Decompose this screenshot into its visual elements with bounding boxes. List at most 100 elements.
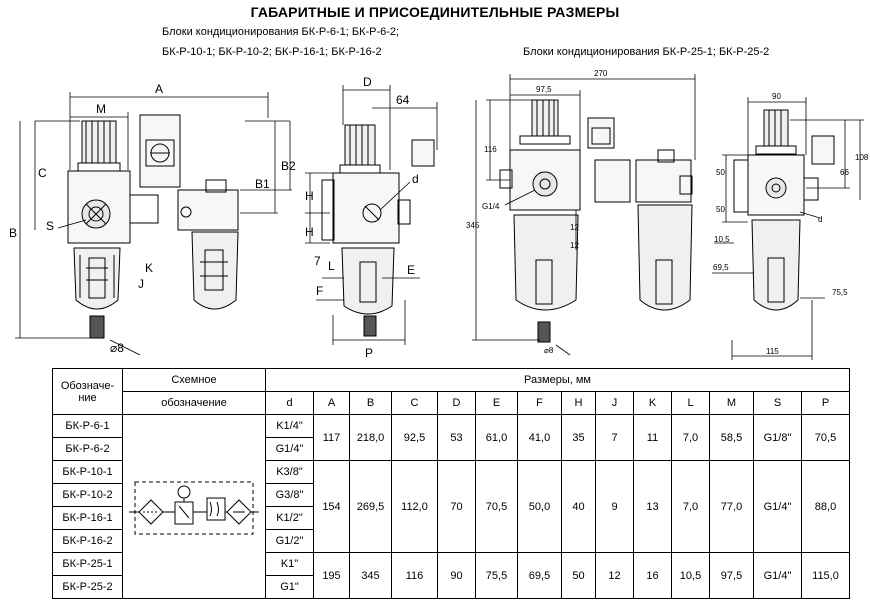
label-50-a: 50 — [716, 168, 725, 177]
value-d: 70 — [437, 460, 476, 553]
label-270: 270 — [594, 69, 608, 78]
designation-cell: БК-Р-25-2 — [52, 575, 123, 599]
label-12-a: 12 — [570, 223, 579, 232]
label-d-large: d — [818, 215, 822, 224]
value-m: 97,5 — [709, 552, 754, 599]
value-h: 50 — [561, 552, 596, 599]
value-b: 345 — [349, 552, 392, 599]
header-dim-4: D — [437, 391, 476, 415]
side-view-small — [321, 124, 435, 337]
thread-cell: K1/4" — [265, 414, 314, 438]
thread-cell: G1/4" — [265, 437, 314, 461]
label-g1-4: G1/4 — [482, 202, 500, 211]
value-p: 88,0 — [801, 460, 850, 553]
value-c: 116 — [391, 552, 438, 599]
thread-cell: K1" — [265, 552, 314, 576]
value-b: 269,5 — [349, 460, 392, 553]
label-b2: B2 — [281, 159, 296, 173]
value-p: 70,5 — [801, 414, 850, 461]
value-s: G1/4" — [753, 460, 802, 553]
designation-cell: БК-Р-6-1 — [52, 414, 123, 438]
value-k: 16 — [633, 552, 672, 599]
label-f: F — [316, 284, 323, 298]
value-s: G1/4" — [753, 552, 802, 599]
label-d8: ⌀8 — [110, 341, 124, 355]
subtitle-left-2: БК-Р-10-1; БК-Р-10-2; БК-Р-16-1; БК-Р-16… — [162, 46, 382, 58]
value-p: 115,0 — [801, 552, 850, 599]
value-b: 218,0 — [349, 414, 392, 461]
header-dim-5: E — [475, 391, 518, 415]
subtitle-left-1: Блоки кондиционирования БК-Р-6-1; БК-Р-6… — [162, 26, 400, 38]
header-dim-0: d — [265, 391, 314, 415]
label-64: 64 — [396, 93, 410, 107]
header-designation: Обозначе-ние — [52, 368, 123, 415]
header-dim-11: M — [709, 391, 754, 415]
value-k: 13 — [633, 460, 672, 553]
value-a: 195 — [313, 552, 350, 599]
value-l: 7,0 — [671, 414, 710, 461]
subtitle-right: Блоки кондиционирования БК-Р-25-1; БК-Р-… — [523, 46, 770, 58]
front-view-small — [67, 114, 239, 339]
label-345: 345 — [466, 221, 480, 230]
label-50-b: 50 — [716, 205, 725, 214]
designation-cell: БК-Р-16-2 — [52, 529, 123, 553]
value-h: 35 — [561, 414, 596, 461]
value-c: 112,0 — [391, 460, 438, 553]
label-115: 115 — [766, 347, 779, 356]
header-dim-10: L — [671, 391, 710, 415]
technical-drawing: A M C B S K J B2 B1 ⌀8 D 64 H H d 7 L F … — [9, 69, 869, 360]
header-dim-12: S — [753, 391, 802, 415]
table-row: БК-Р-16-2 G1/2" — [52, 529, 850, 553]
label-69-5: 69,5 — [713, 263, 729, 272]
label-c: C — [38, 166, 47, 180]
value-e: 61,0 — [475, 414, 518, 461]
front-view-large — [499, 99, 693, 343]
header-dim-2: B — [349, 391, 392, 415]
side-view-large — [733, 109, 835, 311]
label-m: M — [96, 102, 106, 116]
label-h2: H — [305, 225, 314, 239]
value-f: 69,5 — [517, 552, 562, 599]
header-dim-1: A — [313, 391, 350, 415]
value-m: 58,5 — [709, 414, 754, 461]
value-j: 12 — [595, 552, 634, 599]
value-d: 53 — [437, 414, 476, 461]
designation-cell: БК-Р-10-1 — [52, 460, 123, 484]
table-row: БК-Р-25-2 G1" — [52, 575, 850, 599]
header-sizes: Размеры, мм — [265, 368, 850, 392]
label-a: A — [155, 82, 163, 96]
thread-cell: G1" — [265, 575, 314, 599]
label-h1: H — [305, 189, 314, 203]
label-d-thread: d — [412, 172, 419, 186]
value-c: 92,5 — [391, 414, 438, 461]
designation-cell: БК-Р-25-1 — [52, 552, 123, 576]
value-k: 11 — [633, 414, 672, 461]
thread-cell: G1/2" — [265, 529, 314, 553]
label-b: B — [9, 226, 17, 240]
fru-symbol-icon — [129, 481, 259, 534]
thread-cell: K3/8" — [265, 460, 314, 484]
dimensions-table: Обозначе-ние Схемное Размеры, мм обознач… — [52, 368, 850, 599]
label-s: S — [46, 219, 54, 233]
designation-cell: БК-Р-10-2 — [52, 483, 123, 507]
pneumatic-scheme-symbol — [122, 414, 266, 599]
header-dim-6: F — [517, 391, 562, 415]
label-k: K — [145, 261, 153, 275]
label-b1: B1 — [255, 177, 270, 191]
value-e: 70,5 — [475, 460, 518, 553]
value-e: 75,5 — [475, 552, 518, 599]
header-scheme-2: обозначение — [122, 391, 266, 415]
label-97-5: 97,5 — [536, 85, 552, 94]
label-p: P — [365, 346, 373, 360]
value-j: 9 — [595, 460, 634, 553]
label-7: 7 — [314, 254, 321, 268]
label-d-dim: D — [363, 75, 372, 89]
label-116: 116 — [484, 145, 497, 154]
value-f: 50,0 — [517, 460, 562, 553]
value-h: 40 — [561, 460, 596, 553]
value-s: G1/8" — [753, 414, 802, 461]
label-12-b: 12 — [570, 241, 579, 250]
header-dim-3: C — [391, 391, 438, 415]
